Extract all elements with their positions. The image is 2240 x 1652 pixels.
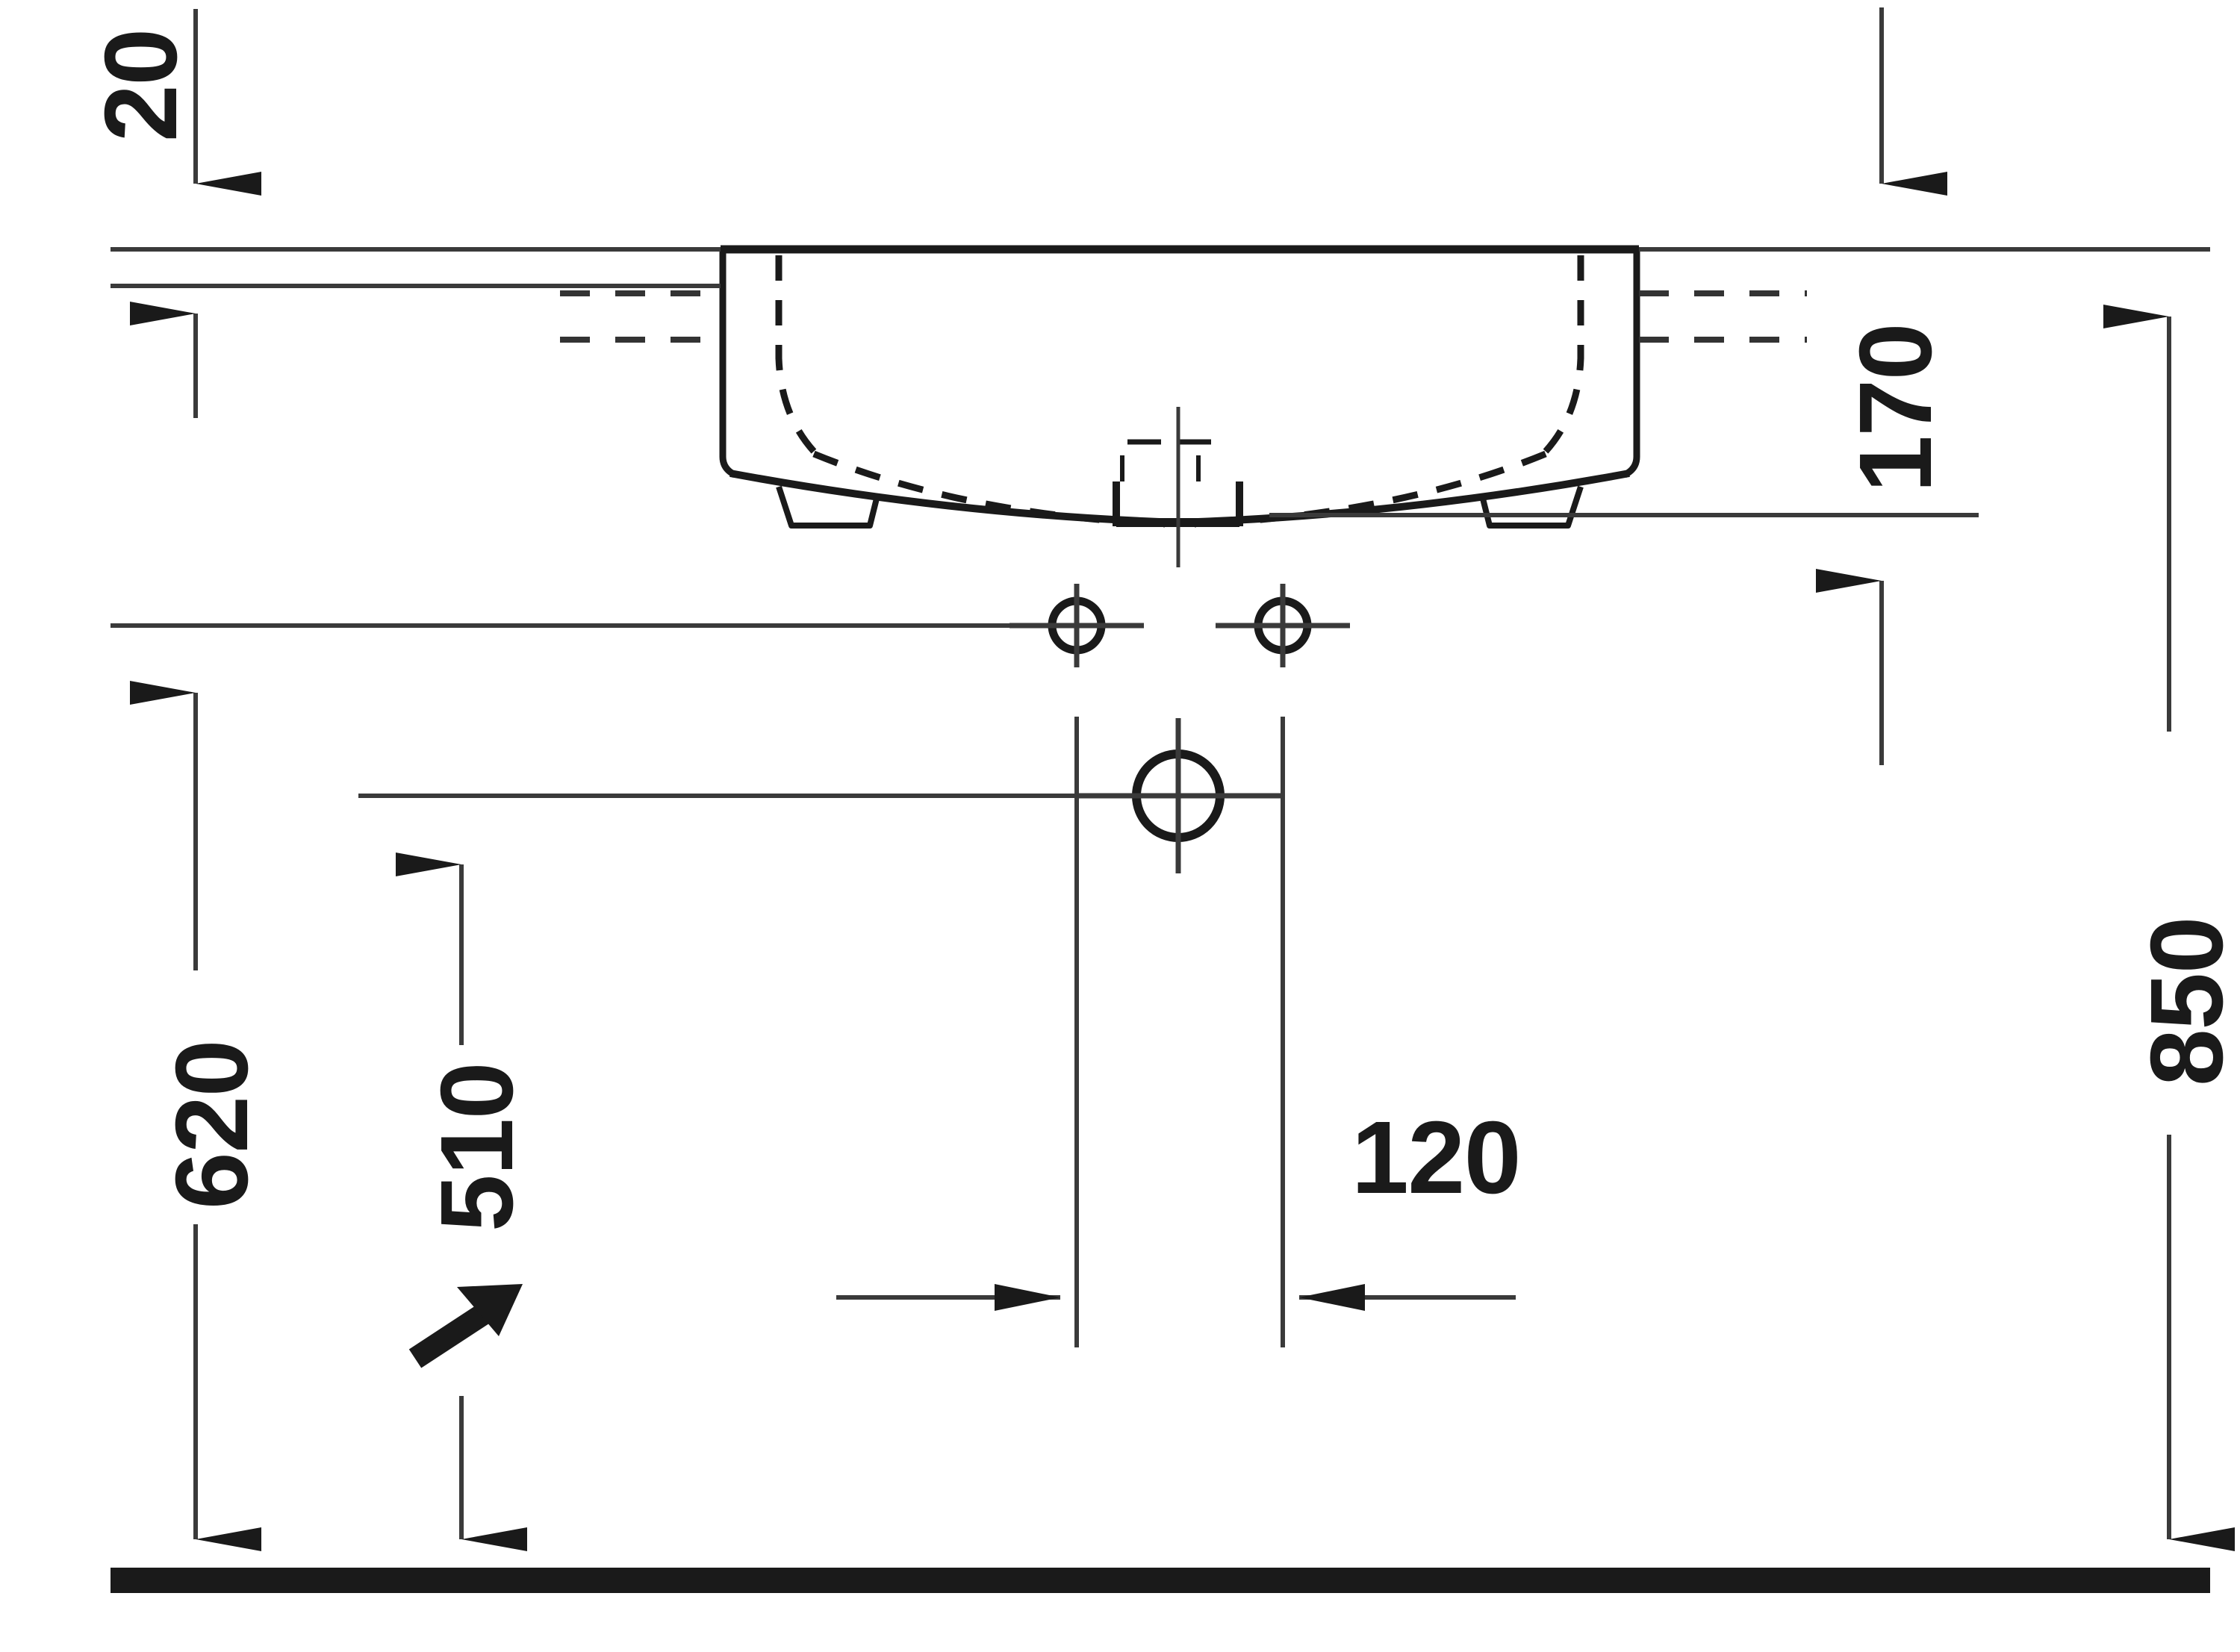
diagonal-arrow-icon xyxy=(408,1284,523,1368)
dimension-510-leader xyxy=(396,853,527,1551)
extension-lines xyxy=(111,247,2210,1347)
dimension-label-850: 850 xyxy=(2129,917,2240,1086)
dimension-label-170: 170 xyxy=(1838,323,1953,493)
dimension-label-510: 510 xyxy=(420,1062,535,1232)
basin-inner-bowl-hidden-edges xyxy=(775,255,1584,528)
floor-line xyxy=(111,1568,2210,1593)
dimension-label-120: 120 xyxy=(1351,1100,1521,1215)
dimension-label-20: 20 xyxy=(84,29,199,142)
waste-connection-crosshair xyxy=(1075,718,1284,873)
dimension-label-620: 620 xyxy=(155,1040,270,1209)
supply-right-crosshair xyxy=(1216,584,1350,667)
basin-foot-right xyxy=(1479,485,1584,529)
basin-foot-left xyxy=(776,485,880,529)
supply-left-crosshair xyxy=(1009,584,1144,667)
projection-dashed-lines xyxy=(560,290,1807,343)
